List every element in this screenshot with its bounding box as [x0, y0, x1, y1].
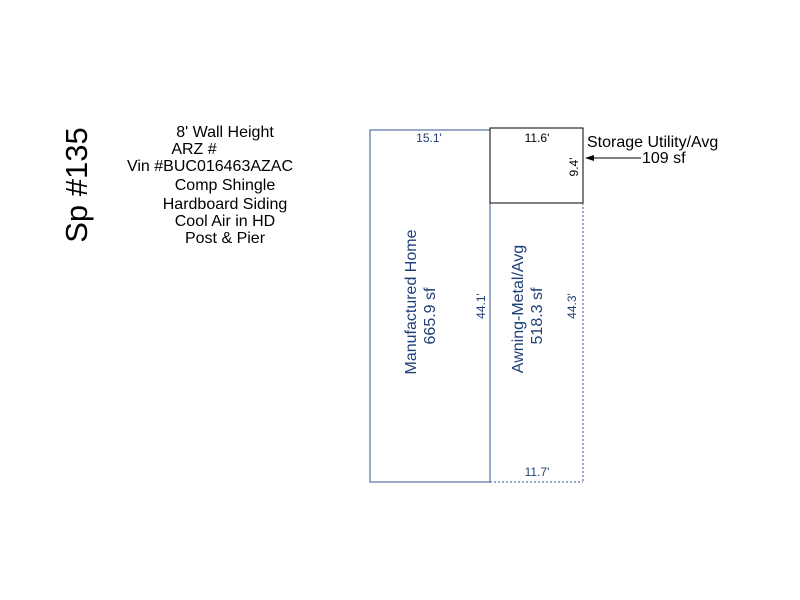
note-roof: Comp Shingle: [174, 176, 276, 194]
manufactured-home-outline: [369, 129, 491, 483]
awning-name-label: Awning-Metal/Avg: [510, 245, 527, 373]
storage-callout-area: 109 sf: [642, 150, 686, 167]
note-wall-height: 8' Wall Height: [176, 124, 274, 141]
note-siding: Hardboard Siding: [162, 195, 288, 213]
awning-side-dimension: 44.3': [565, 293, 579, 319]
home-top-dimension: 15.1': [416, 131, 442, 145]
home-side-dimension: 44.1': [474, 293, 488, 319]
home-name-label: Manufactured Home: [403, 229, 420, 374]
storage-top-dimension: 11.6': [525, 131, 550, 145]
storage-side-dimension: 9.4': [567, 158, 581, 177]
storage-callout-name: Storage Utility/Avg: [587, 134, 718, 151]
note-vin: Vin #BUC016463AZAC: [126, 158, 294, 176]
note-arz: ARZ #: [171, 141, 217, 159]
callout-arrowhead-icon: [585, 155, 594, 161]
note-cooling: Cool Air in HD: [174, 213, 276, 231]
property-notes: 8' Wall Height ARZ # Vin #BUC016463AZAC …: [110, 124, 340, 247]
note-foundation: Post & Pier: [184, 230, 266, 248]
storage-outline: [489, 127, 584, 204]
home-area-label: 665.9 sf: [422, 287, 439, 344]
awning-bottom-dimension: 11.7': [525, 465, 550, 479]
awning-area-label: 518.3 sf: [529, 287, 546, 344]
